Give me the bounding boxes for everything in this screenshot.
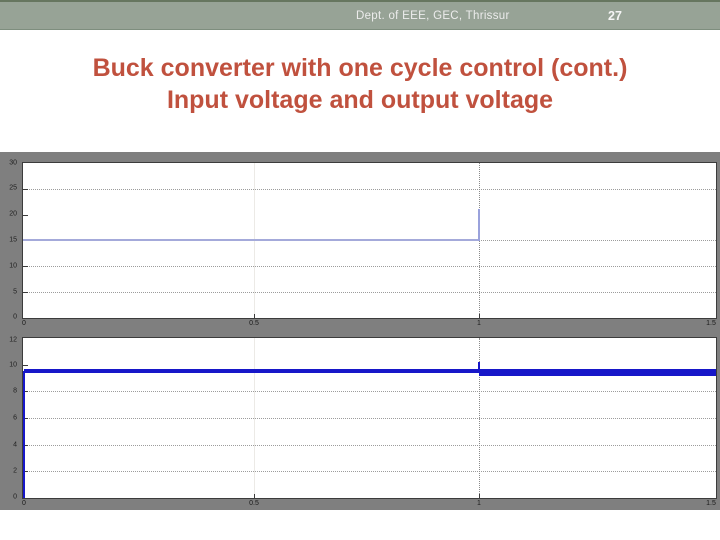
y-tick-label: 0 xyxy=(13,313,17,321)
y-tick-label: 0 xyxy=(13,493,17,501)
slide-title-line1: Buck converter with one cycle control (c… xyxy=(92,54,628,82)
gridline-y8 xyxy=(23,391,716,392)
input-voltage-plot xyxy=(22,162,717,319)
output-voltage-spike-at-step xyxy=(478,362,480,372)
gridline-y5 xyxy=(23,292,716,293)
y-tickmark xyxy=(23,266,28,267)
y-tick-label: 8 xyxy=(13,387,17,395)
x-tick-label: 1.5 xyxy=(706,500,716,507)
y-tickmark xyxy=(23,445,28,446)
y-tick-label: 2 xyxy=(13,467,17,475)
y-tick-label: 10 xyxy=(9,361,17,369)
y-tickmark xyxy=(23,365,28,366)
y-tick-label: 30 xyxy=(9,159,17,167)
x-tickmark xyxy=(479,494,480,498)
y-tick-label: 5 xyxy=(13,288,17,296)
y-tickmark xyxy=(23,215,28,216)
x-tick-label: 1 xyxy=(477,320,481,327)
header-bar: Dept. of EEE, GEC, Thrissur 27 xyxy=(0,0,720,30)
gridline-x1 xyxy=(479,338,480,498)
gridline-y2 xyxy=(23,471,716,472)
y-tick-label: 20 xyxy=(9,210,17,218)
top-plot-x-axis-labels: 0 0.5 1 1.5 xyxy=(0,320,720,330)
x-tickmark xyxy=(254,494,255,498)
y-tick-label: 15 xyxy=(9,236,17,244)
x-tick-label: 0 xyxy=(22,320,26,327)
input-voltage-step-transient xyxy=(478,209,480,241)
x-tick-label: 0.5 xyxy=(249,320,259,327)
y-tickmark xyxy=(23,471,28,472)
gridline-x0p5 xyxy=(254,338,255,498)
x-tick-label: 1 xyxy=(477,500,481,507)
y-tickmark xyxy=(23,391,28,392)
gridline-y4 xyxy=(23,445,716,446)
output-voltage-trace-before-step xyxy=(24,369,479,373)
x-tickmark xyxy=(479,314,480,318)
output-voltage-trace-after-step xyxy=(479,369,716,376)
y-tickmark xyxy=(23,418,28,419)
y-tickmark xyxy=(23,189,28,190)
output-voltage-plot xyxy=(22,337,717,499)
y-tickmark xyxy=(23,292,28,293)
gridline-y25 xyxy=(23,189,716,190)
input-voltage-trace xyxy=(23,239,479,241)
y-tick-label: 4 xyxy=(13,441,17,449)
gridline-y6 xyxy=(23,418,716,419)
x-tick-label: 0 xyxy=(22,500,26,507)
gridline-y10 xyxy=(23,266,716,267)
top-plot-y-axis-labels: 30 25 20 15 10 5 0 xyxy=(0,159,20,321)
output-startup-transient xyxy=(23,371,25,498)
slide-title-line2: Input voltage and output voltage xyxy=(166,86,554,114)
bottom-plot-y-axis-labels: 12 10 8 6 4 2 0 xyxy=(0,336,20,501)
page-number: 27 xyxy=(608,9,622,23)
x-tickmark xyxy=(254,314,255,318)
y-tick-label: 6 xyxy=(13,414,17,422)
y-tick-label: 12 xyxy=(9,336,17,344)
bottom-plot-x-axis-labels: 0 0.5 1 1.5 xyxy=(0,500,720,510)
x-tick-label: 1.5 xyxy=(706,320,716,327)
slide-title: Buck converter with one cycle control (c… xyxy=(0,52,720,116)
header-department-text: Dept. of EEE, GEC, Thrissur xyxy=(356,10,510,22)
x-tick-label: 0.5 xyxy=(249,500,259,507)
figure-area: 30 25 20 15 10 5 0 0 0.5 1 1.5 xyxy=(0,152,720,510)
y-tick-label: 10 xyxy=(9,262,17,270)
y-tick-label: 25 xyxy=(9,184,17,192)
